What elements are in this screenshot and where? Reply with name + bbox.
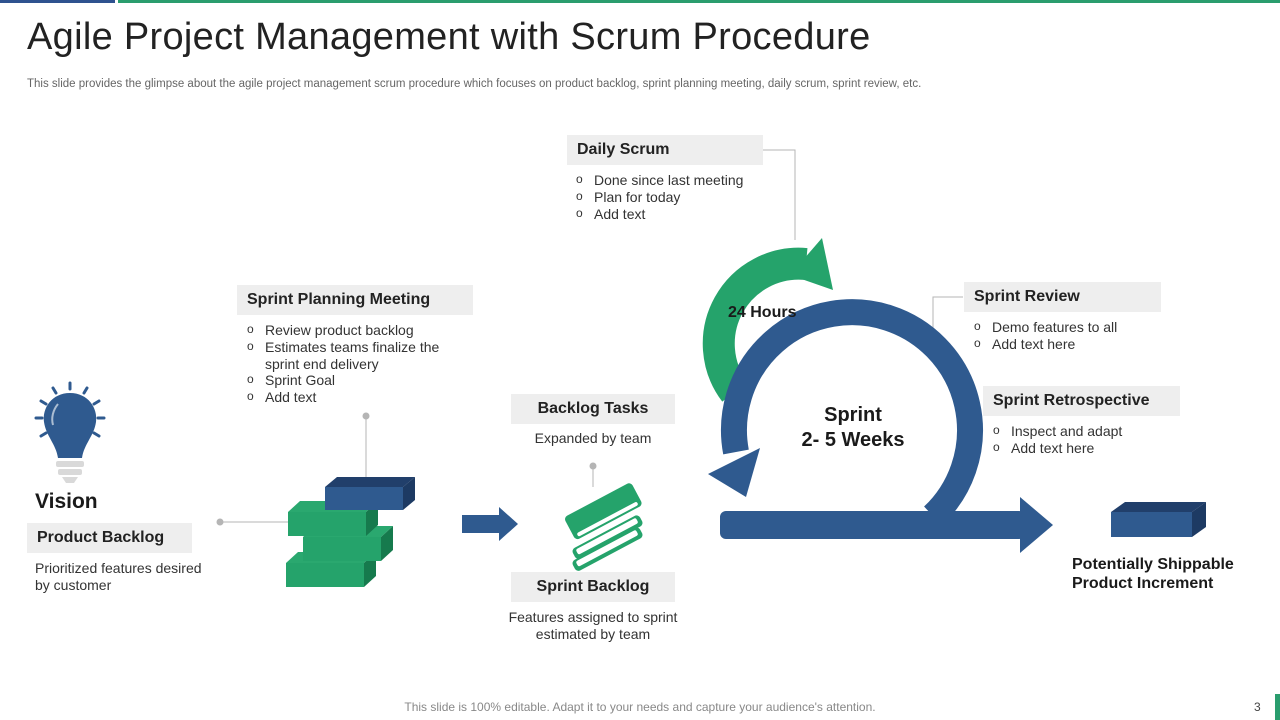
list-item: Add text: [574, 205, 774, 223]
top-accent-green: [118, 0, 1280, 3]
backlog-tasks-description: Expanded by team: [534, 430, 652, 446]
list-item: Add text here: [991, 439, 1171, 457]
flow-arrow-icon: [462, 507, 518, 541]
backlog-blocks-icon: [286, 477, 415, 587]
daily-cycle-arrow: [702, 238, 833, 402]
increment-block-icon: [1111, 502, 1206, 537]
sprint-planning-list: Review product backlog Estimates teams f…: [245, 321, 460, 406]
list-item: Sprint Goal: [245, 371, 460, 389]
increment-label: Potentially Shippable Product Increment: [1072, 556, 1234, 592]
daily-cycle-label: 24 Hours: [728, 304, 797, 321]
sprint-backlog-description: Features assigned to sprint estimated by…: [508, 609, 678, 642]
daily-scrum-list: Done since last meeting Plan for today A…: [574, 171, 774, 223]
backlog-tasks-label: Backlog Tasks: [511, 394, 675, 424]
list-item: Done since last meeting: [574, 171, 774, 189]
slide-title: Agile Project Management with Scrum Proc…: [27, 16, 871, 58]
slide-subtitle: This slide provides the glimpse about th…: [27, 78, 922, 90]
list-item: Estimates teams finalize the sprint end …: [245, 338, 460, 373]
daily-scrum-connector: [763, 149, 796, 240]
lightbulb-icon: [34, 381, 106, 483]
vision-label: Vision: [35, 490, 98, 513]
sprint-weeks: 2- 5 Weeks: [801, 429, 905, 451]
connector-lines: [220, 149, 963, 523]
sprint-planning-label: Sprint Planning Meeting: [237, 285, 473, 315]
sprint-title: Sprint: [824, 404, 882, 426]
list-item: Add text: [245, 388, 460, 406]
books-icon: [565, 483, 643, 571]
daily-scrum-label: Daily Scrum: [567, 135, 763, 165]
sprint-cycle-arrow: [708, 299, 1053, 553]
page-number: 3: [1254, 700, 1261, 714]
list-item: Demo features to all: [972, 318, 1162, 336]
product-backlog-description: Prioritized features desired by customer: [35, 560, 202, 593]
page-accent-bar: [1275, 694, 1280, 720]
sprint-retrospective-label: Sprint Retrospective: [983, 386, 1180, 416]
backlog-tasks-connector-dot: [589, 462, 597, 470]
product-backlog-label: Product Backlog: [27, 523, 192, 553]
sprint-duration-label: Sprint 2- 5 Weeks: [773, 403, 933, 453]
product-backlog-connector-dot: [216, 518, 224, 526]
sprint-review-connector: [932, 296, 963, 335]
sprint-review-list: Demo features to all Add text here: [972, 318, 1162, 353]
list-item: Inspect and adapt: [991, 422, 1171, 440]
sprint-backlog-label: Sprint Backlog: [511, 572, 675, 602]
slide-footer: This slide is 100% editable. Adapt it to…: [404, 700, 876, 714]
planning-connector-dot: [362, 412, 370, 420]
list-item: Plan for today: [574, 188, 774, 206]
top-accent-blue: [0, 0, 115, 3]
list-item: Add text here: [972, 335, 1162, 353]
sprint-review-label: Sprint Review: [964, 282, 1161, 312]
list-item: Review product backlog: [245, 321, 460, 339]
sprint-retrospective-list: Inspect and adapt Add text here: [991, 422, 1171, 457]
